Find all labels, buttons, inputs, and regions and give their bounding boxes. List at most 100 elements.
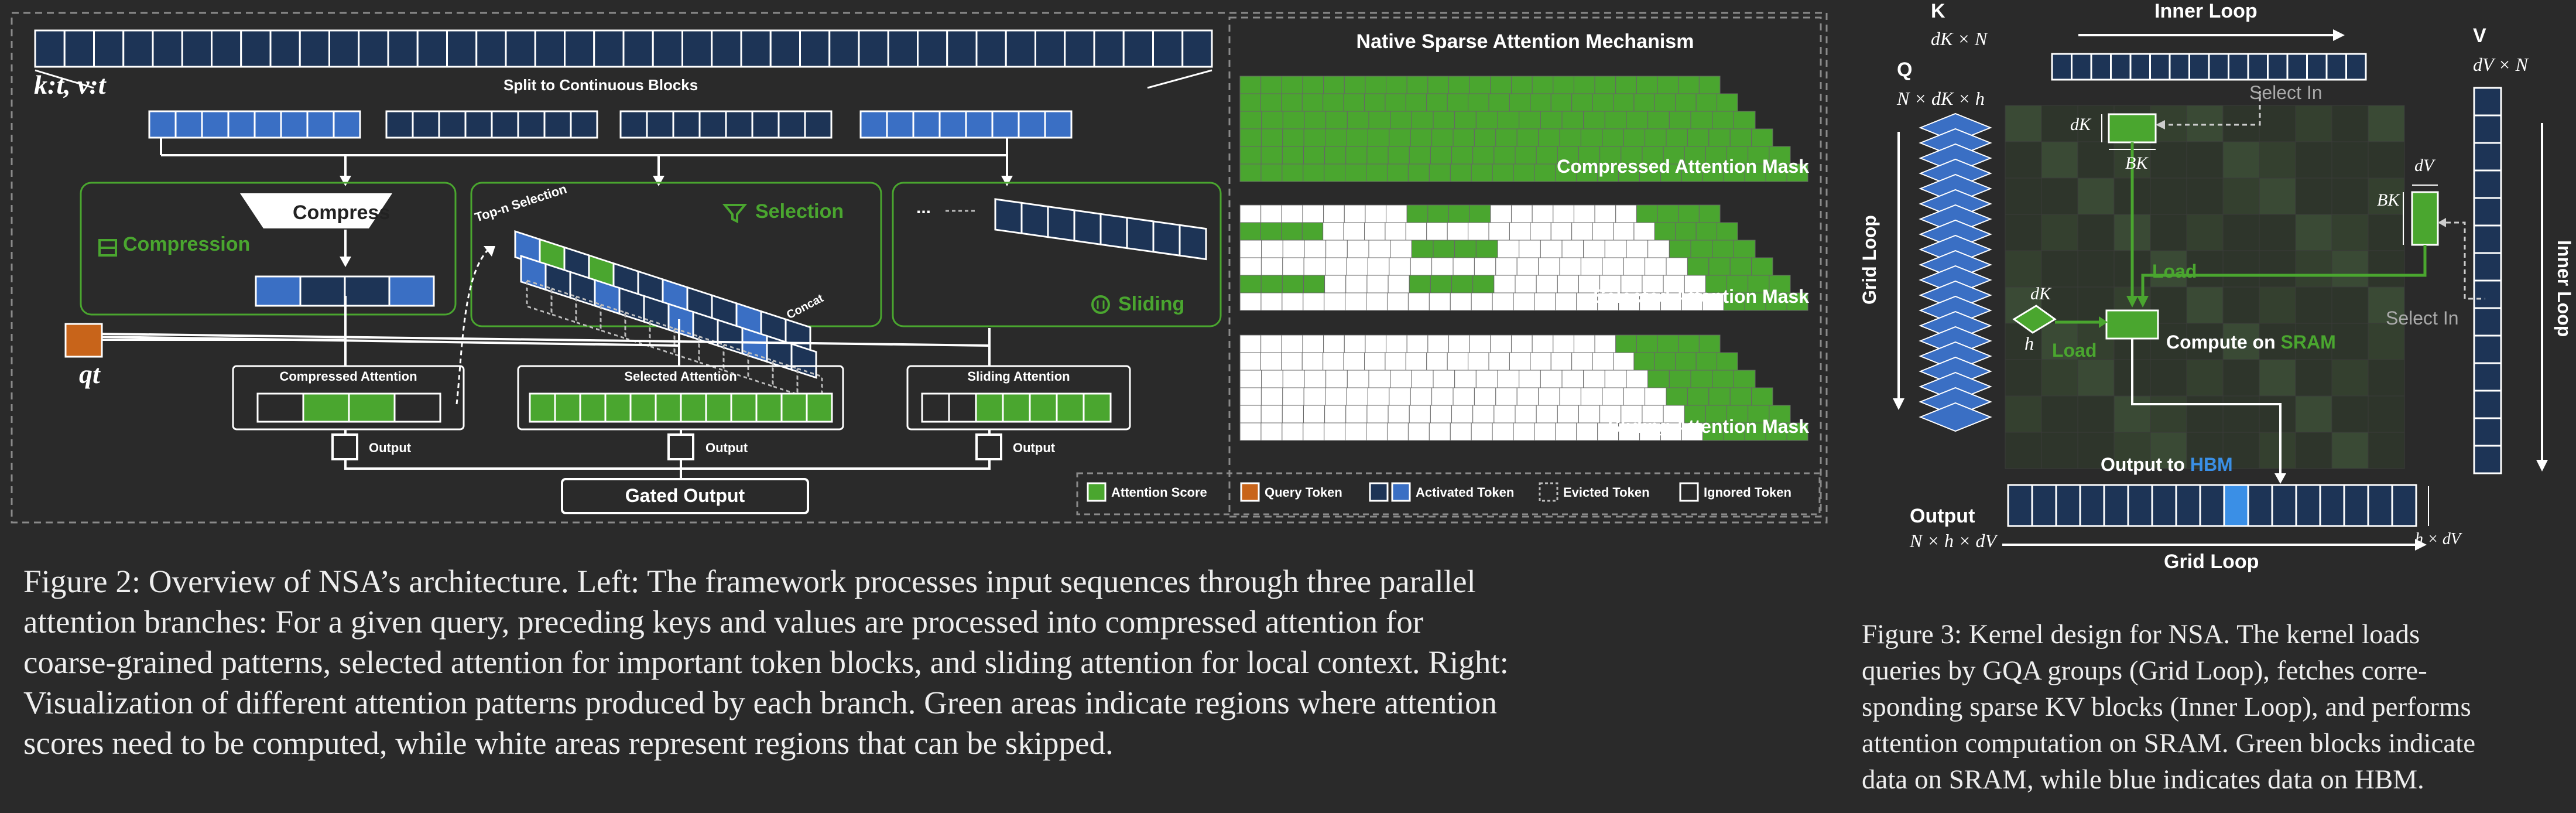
grid-cell	[2150, 214, 2187, 251]
figure-2-caption-line: Figure 2: Overview of NSA’s architecture…	[23, 563, 1476, 599]
mask-cell	[1727, 405, 1749, 423]
mask-cell	[1366, 292, 1388, 311]
kv-token	[475, 29, 507, 68]
mask-cell	[1532, 334, 1554, 353]
mask-cell	[1690, 111, 1713, 129]
mask-cell	[1411, 240, 1434, 258]
mask-cell	[1769, 146, 1791, 165]
mask-cell	[1475, 240, 1498, 258]
mask-cell	[1538, 387, 1560, 406]
mask-cell	[1702, 292, 1724, 311]
mask-cell	[1573, 334, 1595, 353]
legend-attention-score: Attention Score	[1111, 485, 1207, 500]
mask-cell	[1469, 334, 1491, 353]
mask-cell	[1695, 352, 1718, 371]
block-token	[174, 110, 203, 139]
mask-cell	[1597, 292, 1619, 311]
split-label: Split to Continuous Blocks	[503, 76, 698, 94]
mask-cell	[1559, 387, 1581, 406]
mask-cell	[1698, 76, 1721, 94]
mask-cell	[1324, 146, 1347, 165]
mask-cell	[1448, 334, 1470, 353]
mask-cell	[1516, 128, 1539, 147]
mask-cell	[1324, 405, 1347, 423]
mask-cell	[1510, 76, 1533, 94]
mask-cell	[1654, 222, 1676, 241]
sliding-attention-cell	[921, 392, 950, 423]
output-dims: N × h × dV	[1910, 530, 1997, 551]
grid-cell	[2259, 359, 2296, 397]
grid-cell	[2186, 177, 2224, 215]
mask-cell	[1509, 93, 1531, 112]
mask-cell	[1239, 240, 1262, 258]
mask-cell	[1613, 93, 1635, 112]
mask-cell	[1576, 422, 1598, 441]
block-token	[464, 110, 493, 139]
mask-cell	[1261, 111, 1283, 129]
kv-token	[152, 29, 183, 68]
mask-cell	[1426, 222, 1448, 241]
mask-cell	[1744, 422, 1766, 441]
grid-cell	[2222, 323, 2260, 360]
mask-cell	[1261, 370, 1283, 388]
v-token	[2473, 307, 2502, 337]
grid-cell	[2222, 359, 2260, 397]
mask-cell	[1303, 275, 1325, 293]
mask-cell	[1623, 257, 1646, 276]
compressed-attention-cell	[302, 392, 350, 423]
mask-cell	[1623, 128, 1646, 147]
query-token	[64, 323, 103, 358]
mask-cell	[1454, 240, 1477, 258]
grid-cell	[2186, 214, 2224, 251]
output-to-prefix: Output to	[2101, 454, 2190, 475]
mask-cell	[1550, 352, 1573, 371]
mask-cell	[1615, 334, 1637, 353]
v-token	[2473, 142, 2502, 172]
mask-cell	[1675, 352, 1697, 371]
block-token	[254, 110, 282, 139]
v-token	[2473, 279, 2502, 309]
mask-cell	[1751, 128, 1773, 147]
mask-cell	[1597, 422, 1619, 441]
mask-cell	[1433, 370, 1455, 388]
mask-cell	[1712, 240, 1734, 258]
grid-cell	[2259, 141, 2296, 179]
sliding-token-strip	[994, 198, 1207, 261]
sliding-output-box	[975, 433, 1002, 460]
figure-3-caption: Figure 3: Kernel design for NSA. The ker…	[1862, 616, 2564, 798]
kv-token	[416, 29, 448, 68]
mask-cell	[1343, 222, 1365, 241]
block-token	[859, 110, 888, 139]
v-token-column	[2473, 87, 2502, 474]
mask-cell	[1712, 111, 1734, 129]
mask-cell	[1633, 222, 1655, 241]
block-token	[619, 110, 648, 139]
h-dv-label: h × dV	[2415, 530, 2461, 548]
mask-cell	[1406, 204, 1429, 223]
mask-cell	[1344, 204, 1366, 223]
mask-cell	[1602, 387, 1624, 406]
grid-cell	[2331, 323, 2369, 360]
sliding-attention-label: Sliding Attention	[967, 369, 1070, 384]
mask-cell	[1636, 334, 1658, 353]
kv-token	[122, 29, 154, 68]
mask-cell	[1368, 370, 1391, 388]
mask-cell	[1282, 292, 1304, 311]
figure-2-caption-line: attention branches: For a given query, p…	[23, 604, 1424, 640]
mask-cell	[1426, 352, 1448, 371]
mask-cell	[1406, 76, 1429, 94]
mask-cell	[1639, 422, 1662, 441]
compressed-token	[255, 275, 302, 307]
figure-2-frame	[11, 12, 1828, 524]
compressed-token	[388, 275, 435, 307]
mask-cell	[1469, 204, 1491, 223]
compressed-attention-cell	[256, 392, 304, 423]
k-token	[2267, 53, 2289, 81]
mask-cell	[1532, 76, 1554, 94]
mask-cell	[1468, 93, 1489, 112]
continuous-blocks-row	[148, 110, 1073, 139]
kv-token	[211, 29, 242, 68]
selected-attention-cell	[629, 392, 657, 423]
legend-frame	[1076, 472, 1821, 515]
q-dims: N × dK × h	[1897, 88, 1985, 109]
